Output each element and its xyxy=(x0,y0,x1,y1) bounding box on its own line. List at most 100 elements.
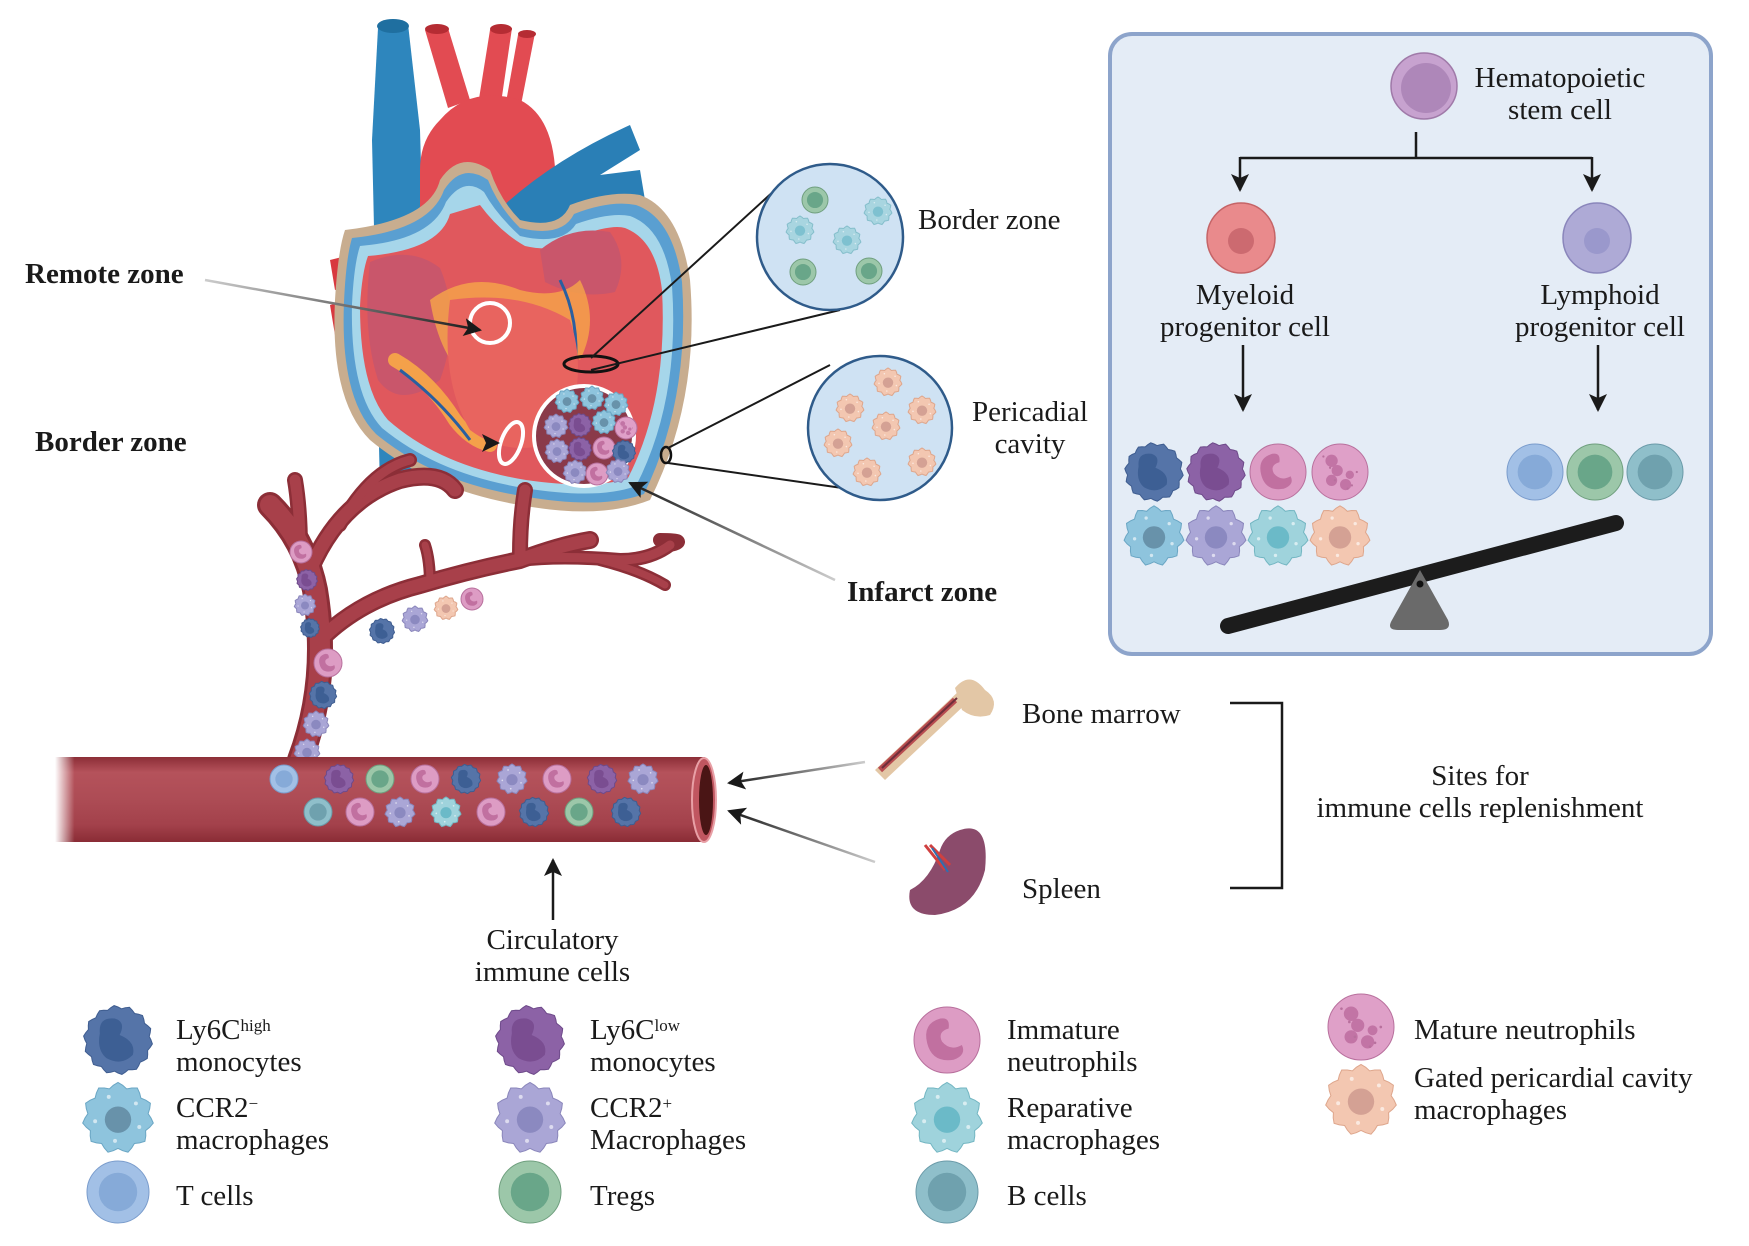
border-zone-marker xyxy=(496,420,526,466)
branch-cell xyxy=(313,648,343,678)
pericardial-line1: Pericadial xyxy=(972,396,1088,428)
border-zone-cell xyxy=(801,186,829,214)
legend-label: Mature neutrophils xyxy=(1414,1014,1635,1046)
infarct-cell xyxy=(603,391,629,416)
seesaw-icon xyxy=(1220,515,1624,634)
pericardial-cell xyxy=(823,428,853,458)
legend-icon-mature-neut xyxy=(1327,993,1395,1061)
heart-illustration xyxy=(330,19,692,512)
infarct-zone-circle xyxy=(532,384,638,488)
branch-cell xyxy=(401,605,429,632)
border-zone-zoom xyxy=(590,162,905,371)
legend-icon-ly6c-high xyxy=(83,1005,153,1075)
spleen-arrow xyxy=(727,807,876,864)
branch-cell xyxy=(433,595,459,620)
vessel-cell xyxy=(627,763,659,795)
vessel-cell xyxy=(323,763,355,795)
panel-ly6c-high-monocyte xyxy=(1124,442,1184,502)
legend-label: Reparative xyxy=(1007,1092,1160,1124)
infarct-cell xyxy=(592,436,616,460)
myeloid-line1: Myeloid xyxy=(1195,279,1295,311)
sites-label: Sites for immune cells replenishment xyxy=(1290,760,1670,824)
infarct-cell xyxy=(591,409,617,434)
legend-label: CCR2− xyxy=(176,1092,329,1124)
hematopoiesis-panel xyxy=(1108,32,1713,656)
legend-icon-b-cells xyxy=(915,1160,979,1224)
branch-cell xyxy=(302,710,330,737)
panel-pericardial-macrophage xyxy=(1309,505,1371,566)
legend-label-line2: neutrophils xyxy=(1007,1046,1138,1078)
pericardial-zoom xyxy=(667,354,954,502)
legend-label-superscript: high xyxy=(240,1016,271,1035)
legend-item-mature-neut: Mature neutrophils xyxy=(1414,1014,1635,1046)
legend-label-base: Tregs xyxy=(590,1180,656,1212)
border-zone-left-label: Border zone xyxy=(35,426,187,458)
pericardial-line2: cavity xyxy=(994,428,1066,460)
legend-label-line2: macrophages xyxy=(176,1124,329,1156)
infarct-cell xyxy=(614,416,638,440)
legend-item-ly6c-low: Ly6Clow monocytes xyxy=(590,1014,716,1078)
legend-label: Tregs xyxy=(590,1180,655,1212)
vessel-cell xyxy=(269,764,299,794)
sites-bracket xyxy=(1230,701,1284,890)
infarct-cell xyxy=(605,458,631,483)
lymphoid-line2: progenitor cell xyxy=(1515,311,1685,343)
legend-label-superscript: − xyxy=(248,1094,259,1113)
pericardial-cell xyxy=(871,411,901,441)
circulatory-label: Circulatory immune cells xyxy=(450,924,655,988)
infarct-cell xyxy=(544,438,570,463)
legend-label-base: Mature neutrophils xyxy=(1414,1014,1636,1046)
branch-cell xyxy=(300,618,320,638)
panel-t-cell xyxy=(1506,443,1564,501)
infarct-zone-arrow xyxy=(628,481,836,582)
legend-label-line2: Macrophages xyxy=(590,1124,747,1156)
lymphoid-line1: Lymphoid xyxy=(1540,279,1660,311)
infarct-cell xyxy=(562,459,588,484)
legend-icon-ccr2-neg xyxy=(82,1081,154,1153)
legend-item-t-cells: T cells xyxy=(176,1180,254,1212)
legend-label: T cells xyxy=(176,1180,254,1212)
legend-item-b-cells: B cells xyxy=(1007,1180,1087,1212)
remote-zone-label: Remote zone xyxy=(25,258,184,290)
infarct-zone-label: Infarct zone xyxy=(847,576,998,608)
circulatory-line2: immune cells xyxy=(474,956,631,988)
circulating-cells xyxy=(269,763,659,828)
infarct-cell xyxy=(554,388,580,413)
branch-cell xyxy=(368,617,396,645)
pericardial-cell xyxy=(835,393,865,423)
spleen-icon xyxy=(909,828,986,915)
legend-label: Immature xyxy=(1007,1014,1138,1046)
border-zone-cell xyxy=(832,225,862,255)
panel-immature-neutrophil xyxy=(1249,443,1307,501)
bone-marrow-label: Bone marrow xyxy=(1022,698,1181,730)
pericardial-outline xyxy=(659,445,673,465)
myeloid-label: Myeloid progenitor cell xyxy=(1130,279,1360,343)
pericardial-cavity-label: Pericadial cavity xyxy=(960,396,1100,460)
legend-label-base: Reparative xyxy=(1007,1092,1133,1124)
branch-cell xyxy=(296,569,318,591)
vessel-cell xyxy=(586,763,618,795)
vessel-cell xyxy=(564,797,594,827)
legend-icon-ccr2-pos xyxy=(494,1081,566,1153)
legend-label-superscript: low xyxy=(654,1016,680,1035)
legend-label-base: T cells xyxy=(176,1180,254,1212)
legend-label: Ly6Chigh xyxy=(176,1014,302,1046)
vessel-cell xyxy=(384,796,416,828)
branch-cell xyxy=(308,680,338,710)
legend-label-line2: monocytes xyxy=(590,1046,716,1078)
legend-icon-gated-peri xyxy=(1325,1063,1397,1135)
legend-item-tregs: Tregs xyxy=(590,1180,655,1212)
vessel-cell xyxy=(430,796,462,828)
infarct-cell xyxy=(543,413,569,438)
panel-ccr2-pos-macrophage xyxy=(1185,505,1247,566)
legend-item-ccr2-pos: CCR2+Macrophages xyxy=(590,1092,746,1156)
legend-item-ccr2-neg: CCR2−macrophages xyxy=(176,1092,329,1156)
legend-label-base: Ly6C xyxy=(590,1014,655,1046)
pericardial-cell xyxy=(852,457,882,487)
legend-icon-ly6c-low xyxy=(495,1005,565,1075)
